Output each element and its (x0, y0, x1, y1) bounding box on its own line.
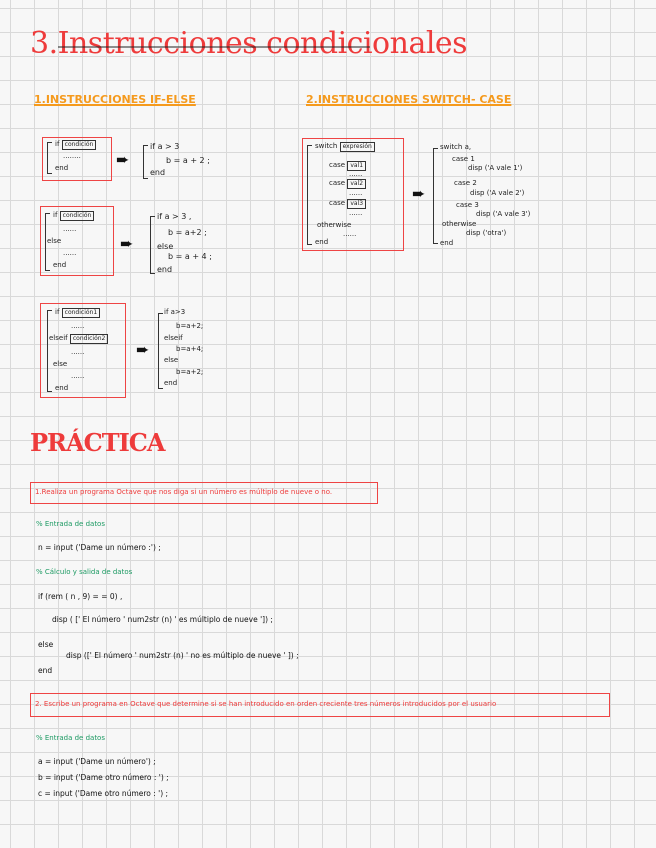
value-box: val2 (347, 179, 367, 190)
end-keyword: end (53, 261, 67, 269)
if-example-1-box: if condición ........ end (42, 137, 112, 181)
code-line: end (440, 239, 454, 247)
code-line: end (38, 666, 53, 675)
expression-box: expresión (339, 142, 375, 153)
body-placeholder: ...... (349, 189, 363, 197)
code-line: n = input ('Dame un número :') ; (38, 543, 161, 552)
exercise-2-text: 2. Escribe un programa en Octave que det… (35, 700, 497, 708)
code-line: if a > 3 (150, 142, 180, 151)
code-line: case 1 (452, 155, 475, 163)
if-keyword: if (53, 211, 58, 219)
code-line: b = input ('Dame otro número : ') ; (38, 773, 169, 782)
code-line: end (164, 379, 178, 387)
else-keyword: else (47, 237, 62, 245)
case-keyword: case (329, 199, 346, 207)
body-placeholder: ........ (63, 152, 81, 160)
code-comment: % Cálculo y salida de datos (36, 568, 133, 576)
title-strike-decoration (58, 46, 370, 48)
code-line: elseif (164, 334, 183, 342)
code-line: b=a+4; (176, 345, 204, 353)
end-keyword: end (315, 238, 329, 246)
value-box: val3 (347, 199, 367, 210)
code-line: if a>3 (164, 308, 186, 316)
body-placeholder: ...... (71, 348, 85, 356)
end-keyword: end (55, 164, 69, 172)
code-line: end (157, 265, 173, 274)
condition-box: condición (59, 211, 95, 222)
body-placeholder: ...... (349, 209, 363, 217)
switch-keyword: switch (315, 142, 338, 150)
code-line: disp ('A vale 1') (468, 164, 523, 172)
body-placeholder: ...... (63, 249, 77, 257)
code-line: if a > 3 , (157, 212, 192, 221)
arrow-icon: ➨ (136, 340, 150, 359)
practice-title: PRÁCTICA (30, 428, 166, 457)
code-line: disp ('A vale 3') (476, 210, 531, 218)
else-keyword: else (53, 360, 68, 368)
code-line: a = input ('Dame un número') ; (38, 757, 156, 766)
end-keyword: end (55, 384, 69, 392)
code-line: case 3 (456, 201, 479, 209)
code-line: switch a, (440, 143, 472, 151)
code-line: b = a+2 ; (168, 228, 207, 237)
code-line: case 2 (454, 179, 477, 187)
code-line: else (157, 242, 174, 251)
body-placeholder: ...... (349, 170, 363, 178)
code-line: disp ( [' El número ' num2str (n) ' es m… (52, 615, 273, 624)
body-placeholder: ...... (63, 225, 77, 233)
elseif-keyword: elseif (49, 334, 68, 342)
code-line: if (rem ( n , 9) = = 0) , (38, 592, 123, 601)
condition-box: condición2 (69, 334, 109, 345)
exercise-2-box: 2. Escribe un programa en Octave que det… (30, 693, 610, 717)
code-line: b=a+2; (176, 368, 204, 376)
code-line: disp ('otra') (466, 229, 507, 237)
value-box: val1 (347, 161, 367, 172)
code-comment: % Entrada de datos (36, 520, 105, 528)
exercise-1-box: 1.Realiza un programa Octave que nos dig… (30, 482, 378, 504)
section-title-if-else: 1.INSTRUCCIONES IF-ELSE (34, 93, 196, 106)
code-line: b = a + 4 ; (168, 252, 212, 261)
code-line: else (164, 356, 179, 364)
page-title: 3.Instrucciones condicionales (30, 26, 468, 61)
code-line: otherwise (442, 220, 477, 228)
code-line: end (150, 168, 166, 177)
if-keyword: if (55, 140, 60, 148)
code-line: b = a + 2 ; (166, 156, 210, 165)
code-line: else (38, 640, 54, 649)
if-keyword: if (55, 308, 60, 316)
code-comment: % Entrada de datos (36, 734, 105, 742)
switch-example-box: switch expresión case val1 ...... case v… (302, 138, 404, 251)
code-line: disp ('A vale 2') (470, 189, 525, 197)
code-line: c = input ('Dame otro número : ') ; (38, 789, 169, 798)
if-example-3-box: if condición1 ...... elseif condición2 .… (40, 303, 126, 398)
arrow-icon: ➨ (120, 234, 134, 253)
condition-box: condición1 (61, 308, 101, 319)
code-line: b=a+2; (176, 322, 204, 330)
case-keyword: case (329, 179, 346, 187)
otherwise-keyword: otherwise (317, 221, 352, 229)
section-title-switch: 2.INSTRUCCIONES SWITCH- CASE (306, 93, 512, 106)
exercise-1-text: 1.Realiza un programa Octave que nos dig… (35, 488, 333, 496)
body-placeholder: ...... (71, 372, 85, 380)
body-placeholder: ...... (71, 322, 85, 330)
arrow-icon: ➨ (412, 184, 426, 203)
condition-box: condición (61, 140, 97, 151)
body-placeholder: ...... (343, 230, 357, 238)
arrow-icon: ➨ (116, 150, 130, 169)
case-keyword: case (329, 161, 346, 169)
code-line: disp ([' El número ' num2str (n) ' no es… (66, 651, 299, 660)
if-example-2-box: if condición ...... else ...... end (40, 206, 114, 276)
